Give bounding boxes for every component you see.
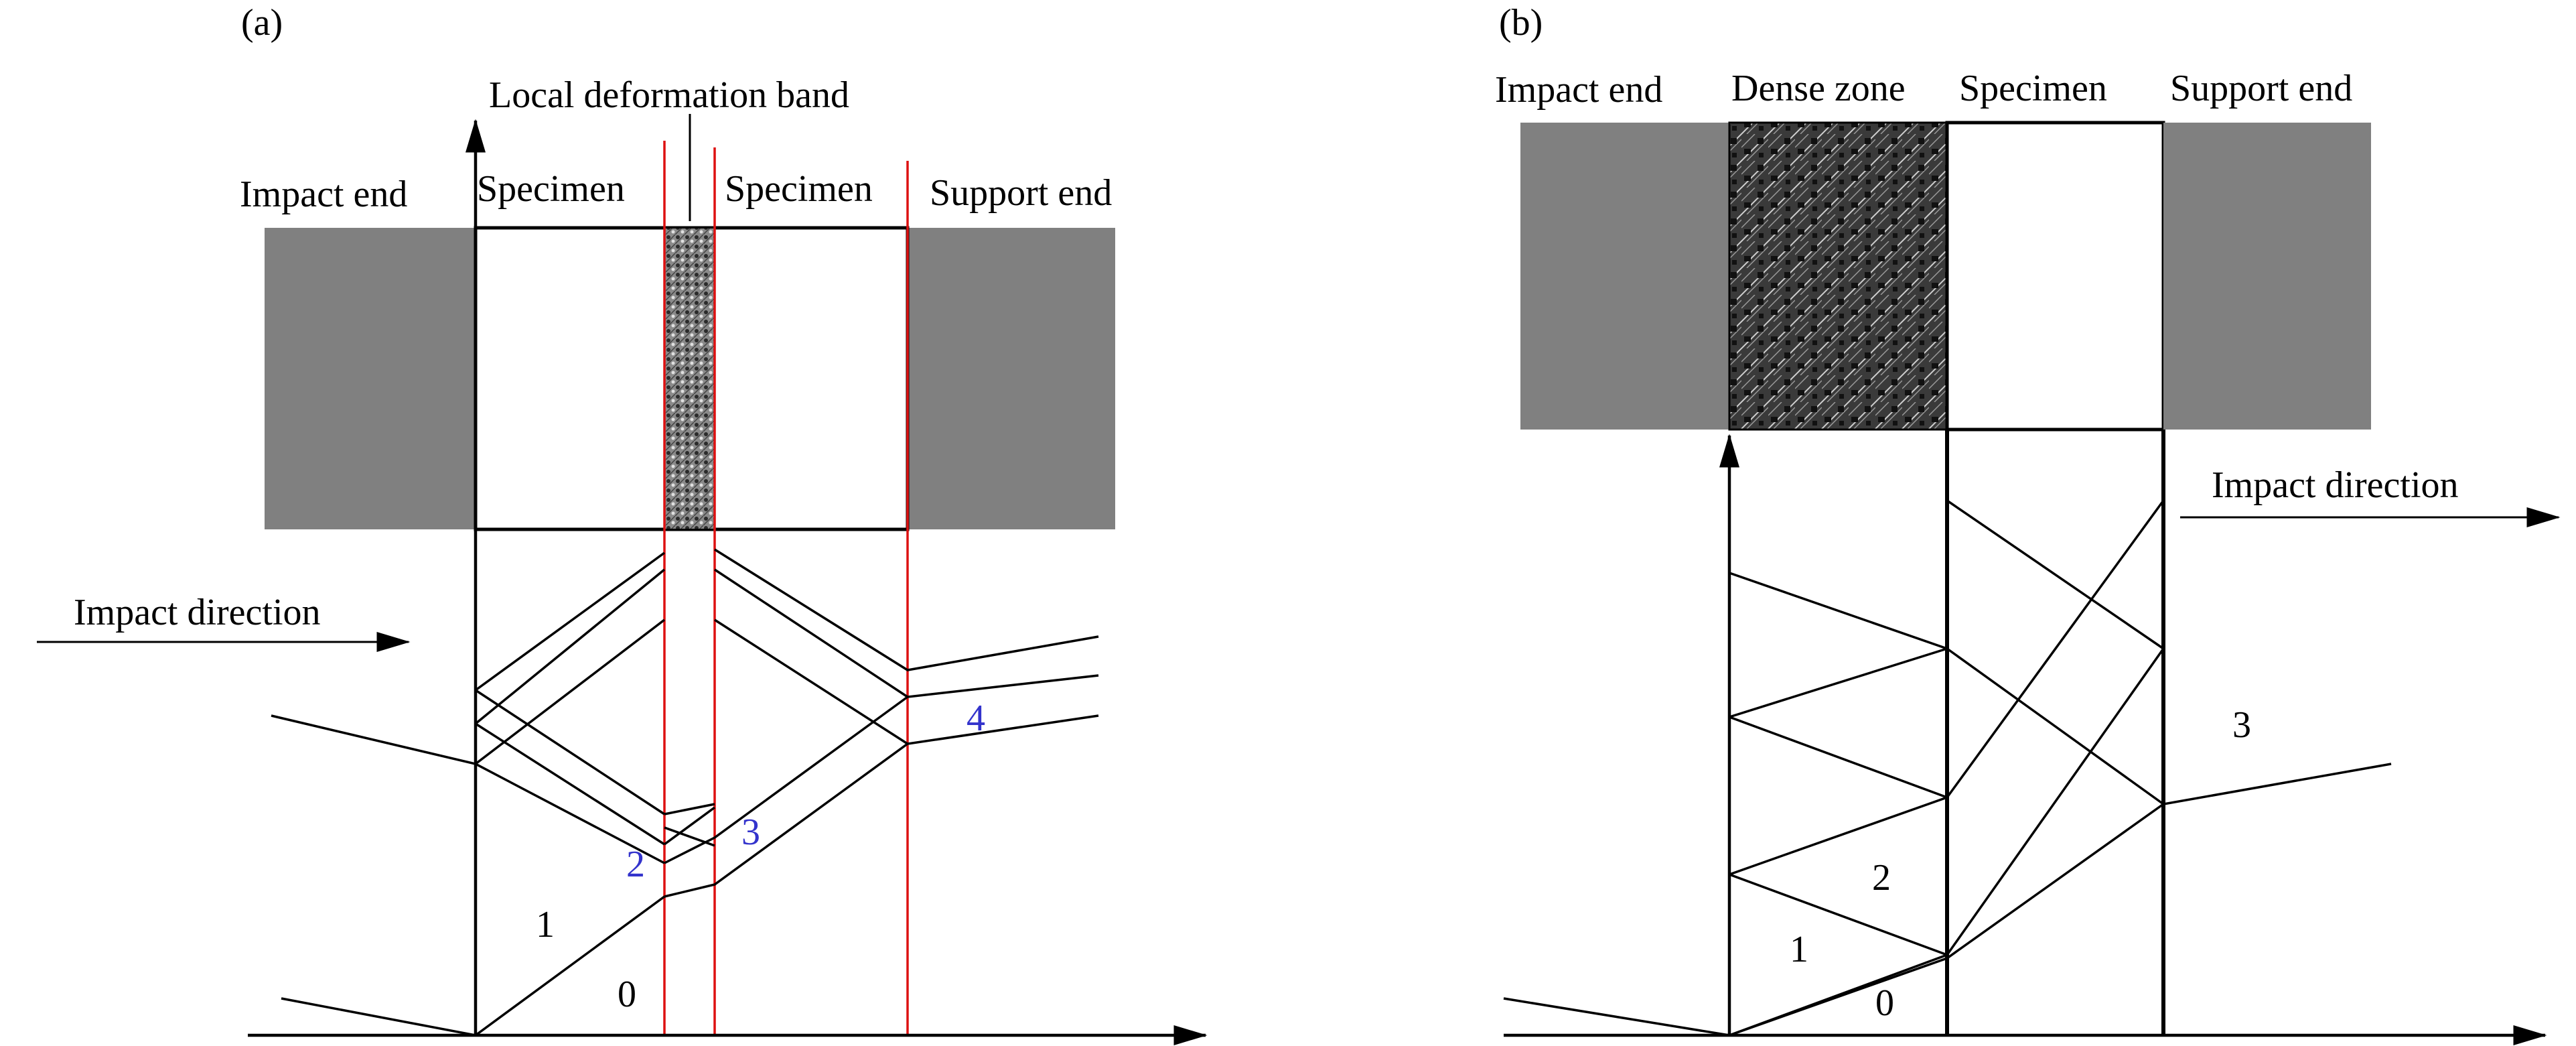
impact-direction-label-b: Impact direction (2212, 464, 2459, 506)
impact-direction-label-a: Impact direction (74, 592, 321, 633)
impact-end-label-a: Impact end (240, 174, 407, 215)
panel-b-label: (b) (1499, 2, 1543, 44)
support-end-block-b (2163, 123, 2371, 430)
region-label-a-4: 4 (967, 698, 985, 739)
support-end-block-a (908, 228, 1115, 529)
wave-lines-b (1503, 499, 2392, 1037)
impact-end-block-b (1520, 123, 1729, 430)
specimen-right-label-a: Specimen (725, 168, 873, 210)
region-label-a-2: 2 (626, 844, 645, 885)
region-label-a-0: 0 (618, 974, 636, 1015)
panel-a: (a) Local deformation band Impact end Sp… (37, 2, 1208, 1045)
dense-zone-label: Dense zone (1731, 68, 1906, 109)
region-label-b-3: 3 (2232, 704, 2251, 746)
impact-end-label-b: Impact end (1495, 69, 1662, 111)
region-label-b-0: 0 (1875, 982, 1894, 1024)
wave-lines-a (271, 548, 1099, 1037)
region-label-a-1: 1 (536, 904, 555, 945)
impact-end-block-a (265, 228, 476, 529)
region-label-b-1: 1 (1790, 929, 1808, 970)
region-label-a-3: 3 (741, 811, 760, 853)
panel-b: (b) Impact end Dense zone Specimen Suppo… (1495, 2, 2561, 1045)
panel-a-label: (a) (241, 2, 283, 44)
support-end-label-b: Support end (2170, 68, 2352, 109)
deformation-band (664, 227, 715, 530)
region-label-b-2: 2 (1872, 857, 1891, 899)
specimen-left-label-a: Specimen (477, 168, 625, 210)
local-deformation-band-label: Local deformation band (489, 74, 849, 116)
dense-zone-block (1728, 121, 1948, 431)
support-end-label-a: Support end (930, 172, 1112, 214)
specimen-label-b: Specimen (1959, 68, 2107, 109)
specimen-box-b (1945, 121, 2165, 432)
